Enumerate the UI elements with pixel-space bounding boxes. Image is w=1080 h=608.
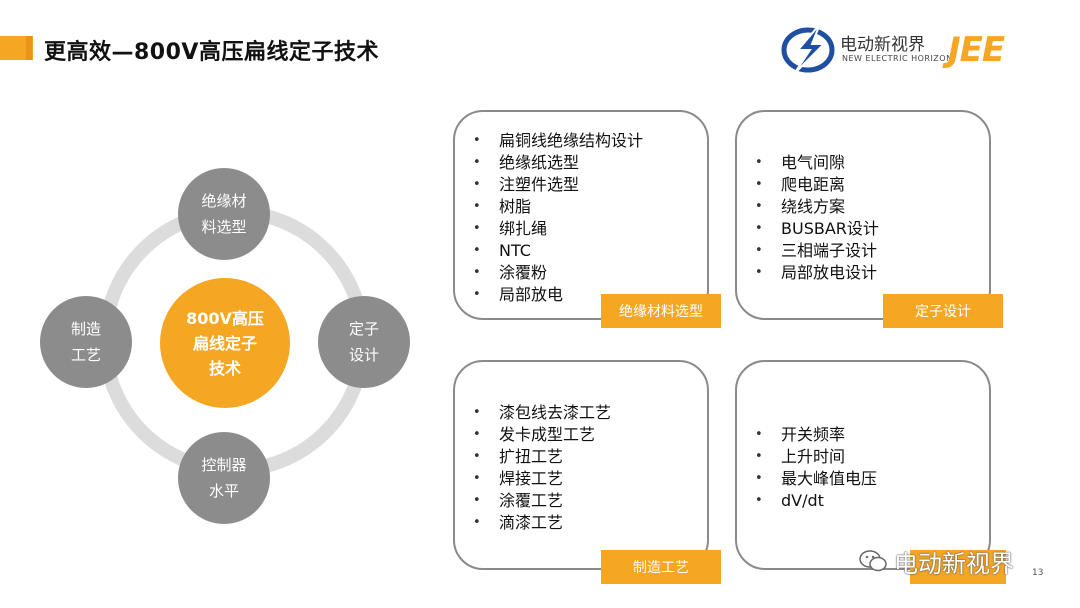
list-item: 扩扭工艺 [455,446,707,468]
bullet-list: 电气间隙 爬电距离 绕线方案 BUSBAR设计 三相端子设计 局部放电设计 [737,152,989,284]
tag-controller-level [910,550,1006,584]
list-item: 爬电距离 [737,174,989,196]
page-title: 更高效—800V高压扁线定子技术 [44,40,379,65]
list-item: 绝缘纸选型 [455,152,707,174]
list-item: 注塑件选型 [455,174,707,196]
list-item: 漆包线去漆工艺 [455,402,707,424]
list-item: 涂覆工艺 [455,490,707,512]
list-item: 焊接工艺 [455,468,707,490]
list-item: 电气间隙 [737,152,989,174]
node-insulation-material: 绝缘材 料选型 [178,168,270,260]
list-item: 三相端子设计 [737,240,989,262]
page-number: 13 [1032,568,1044,578]
list-item: 开关频率 [737,424,989,446]
tag-manufacturing: 制造工艺 [601,550,721,584]
list-item: NTC [455,240,707,262]
logo-sub-text: NEW ELECTRIC HORIZON [842,54,953,63]
list-item: 局部放电设计 [737,262,989,284]
tag-insulation-material: 绝缘材料选型 [601,294,721,328]
list-item: dV/dt [737,490,989,512]
title-accent-bar-dark [26,36,32,60]
wechat-watermark: 电动新视界 [858,541,1058,581]
wechat-icon [859,550,887,572]
box-manufacturing: 漆包线去漆工艺 发卡成型工艺 扩扭工艺 焊接工艺 涂覆工艺 滴漆工艺 [453,360,709,570]
list-item: 滴漆工艺 [455,512,707,534]
center-node: 800V高压 扁线定子 技术 [160,278,290,408]
brand-logo: 电动新视界 NEW ELECTRIC HORIZON JEE [780,20,1070,76]
logo-brand-text: 电动新视界 [840,35,925,55]
bullet-list: 漆包线去漆工艺 发卡成型工艺 扩扭工艺 焊接工艺 涂覆工艺 滴漆工艺 [455,402,707,534]
box-controller-level: 开关频率 上升时间 最大峰值电压 dV/dt [735,360,991,570]
list-item: 发卡成型工艺 [455,424,707,446]
node-manufacturing: 制造 工艺 [40,296,132,388]
list-item: BUSBAR设计 [737,218,989,240]
bullet-list: 扁铜线绝缘结构设计 绝缘纸选型 注塑件选型 树脂 绑扎绳 NTC 涂覆粉 局部放… [455,130,707,306]
list-item: 上升时间 [737,446,989,468]
list-item: 局部放电 [455,284,707,306]
list-item: 绕线方案 [737,196,989,218]
logo-jee-mark: JEE [948,30,1005,70]
list-item: 绑扎绳 [455,218,707,240]
box-stator-design: 电气间隙 爬电距离 绕线方案 BUSBAR设计 三相端子设计 局部放电设计 [735,110,991,320]
list-item: 扁铜线绝缘结构设计 [455,130,707,152]
list-item: 树脂 [455,196,707,218]
tag-stator-design: 定子设计 [883,294,1003,328]
list-item: 最大峰值电压 [737,468,989,490]
watermark-text: 电动新视界 [894,549,1014,578]
box-insulation-material: 扁铜线绝缘结构设计 绝缘纸选型 注塑件选型 树脂 绑扎绳 NTC 涂覆粉 局部放… [453,110,709,320]
node-stator-design: 定子 设计 [318,296,410,388]
node-controller-level: 控制器 水平 [178,432,270,524]
lightning-globe-icon [781,23,835,75]
list-item: 涂覆粉 [455,262,707,284]
bullet-list: 开关频率 上升时间 最大峰值电压 dV/dt [737,424,989,512]
